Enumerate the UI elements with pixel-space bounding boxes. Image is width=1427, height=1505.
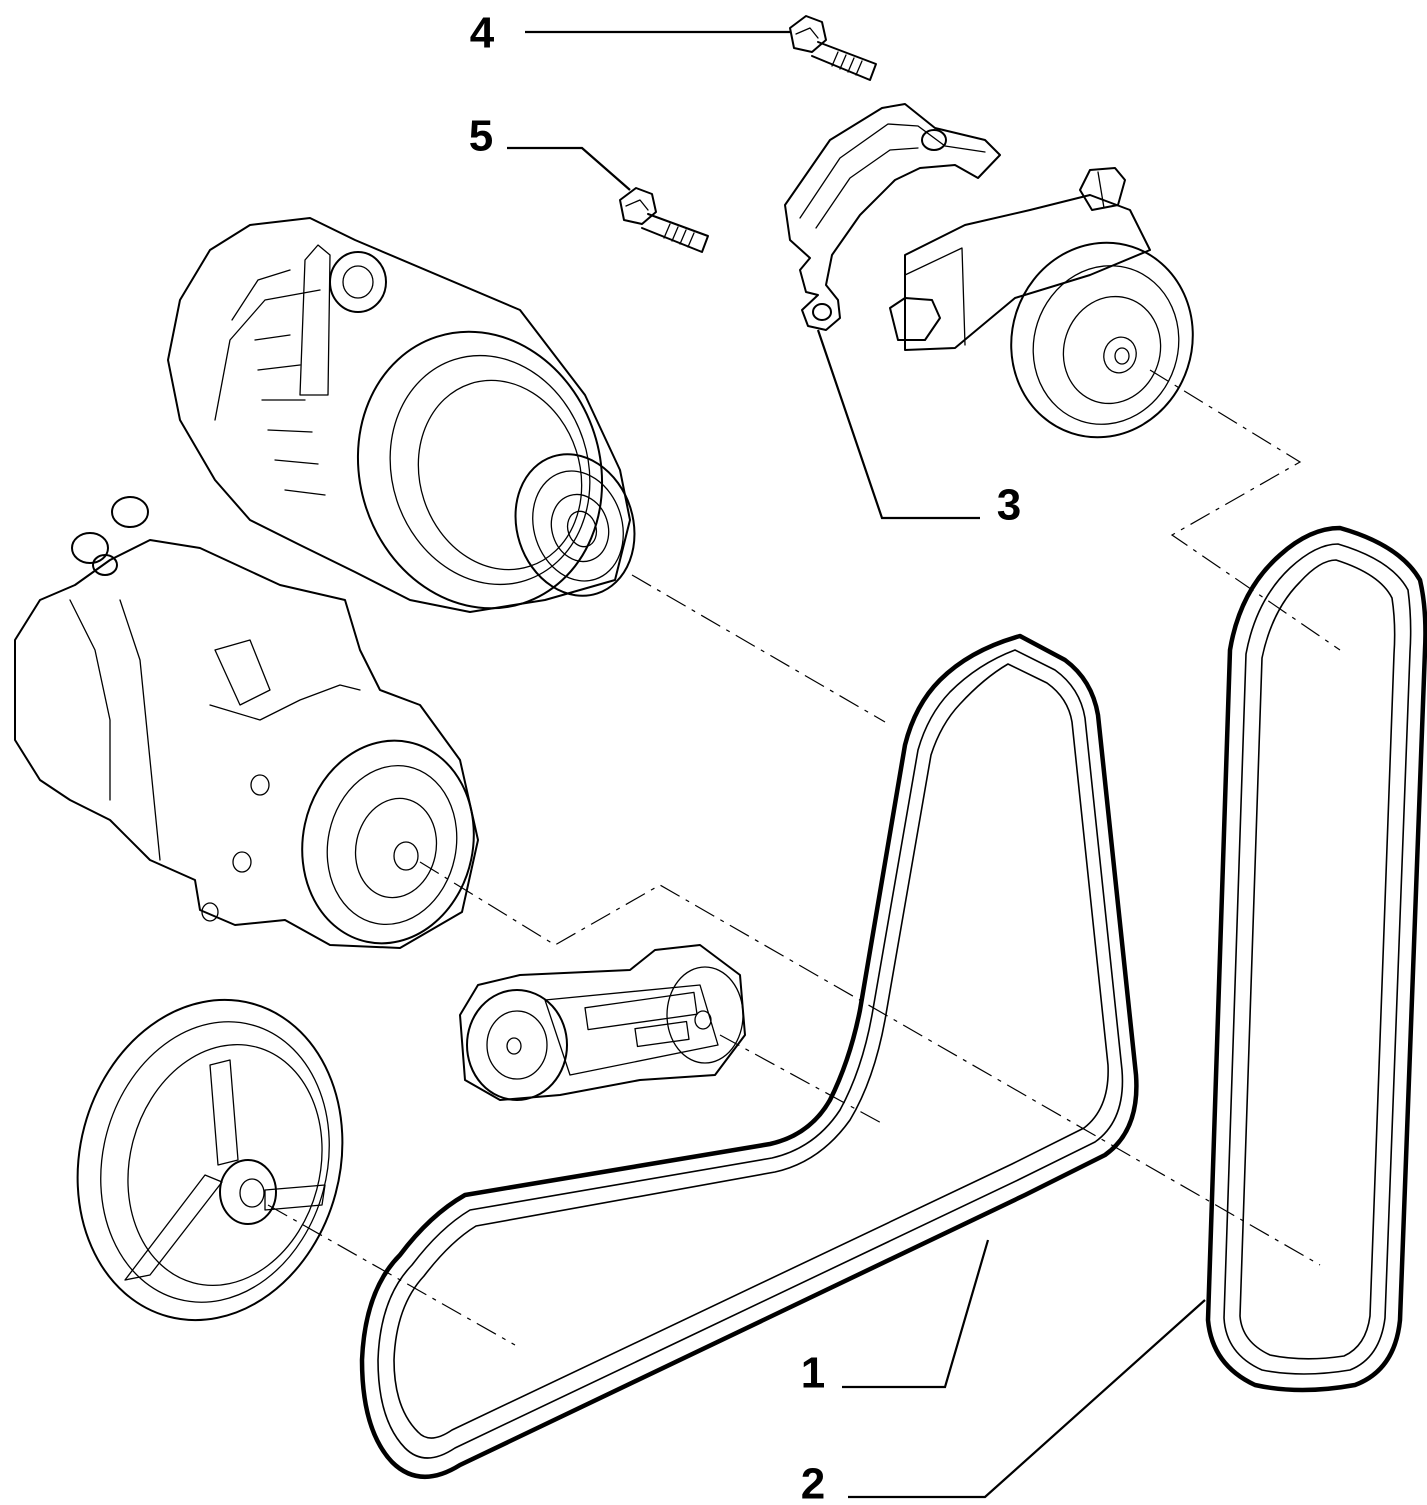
callout-belt-secondary: 2 bbox=[801, 1460, 825, 1505]
callout-belt-main: 1 bbox=[801, 1349, 825, 1398]
bolt-lower-part bbox=[619, 187, 709, 253]
callout-bracket: 3 bbox=[997, 481, 1021, 530]
leader-belt-main bbox=[842, 1239, 990, 1389]
belt-tensioner bbox=[459, 944, 746, 1101]
bracket-part bbox=[784, 103, 1001, 331]
bolt-upper-part bbox=[789, 15, 877, 81]
callout-bolt-upper: 4 bbox=[470, 9, 495, 58]
leader-belt-secondary bbox=[848, 1299, 1206, 1499]
leader-lines bbox=[507, 30, 1206, 1499]
callout-labels: 4 5 3 1 2 bbox=[469, 9, 1021, 1505]
ac-compressor bbox=[14, 496, 479, 949]
callout-bolt-lower: 5 bbox=[469, 112, 493, 161]
alternator bbox=[167, 217, 636, 613]
center-axes bbox=[267, 369, 1341, 1346]
belt-secondary-part bbox=[1205, 525, 1427, 1393]
crankshaft-pulley bbox=[76, 998, 344, 1322]
leader-bolt-lower bbox=[507, 146, 631, 191]
belt-main-part bbox=[359, 633, 1139, 1480]
leader-bracket bbox=[816, 329, 980, 520]
power-steering-pump bbox=[889, 167, 1194, 439]
